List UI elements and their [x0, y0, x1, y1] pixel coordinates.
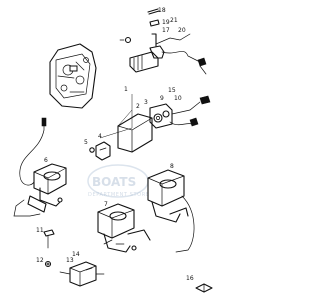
callout-7: 7	[104, 201, 108, 208]
relay-part: 13 14	[59, 251, 105, 287]
callout-15: 15	[168, 87, 176, 94]
callout-10: 10	[174, 95, 182, 102]
ignition-coil-center-part: 7	[97, 201, 151, 253]
lead-wire-part	[19, 117, 47, 186]
switch-box-part: 2	[117, 103, 153, 153]
callout-8: 8	[170, 163, 174, 170]
callout-12: 12	[36, 257, 44, 264]
callout-1: 1	[124, 86, 128, 93]
callout-9: 9	[160, 95, 164, 102]
callout-18: 18	[158, 7, 166, 14]
callout-4: 4	[98, 133, 102, 140]
clamp-part: 4 5	[84, 133, 111, 161]
callout-21: 21	[170, 17, 178, 24]
front-direction-arrow-icon: 16	[186, 275, 213, 293]
callout-3: 3	[144, 99, 148, 106]
group-leader-1: 1	[99, 86, 133, 139]
callout-20: 20	[178, 27, 186, 34]
engine-block-part	[49, 43, 97, 109]
exploded-parts-diagram: BOATS DEPARTMENT STORE 1 18 19 21 17	[13, 7, 213, 293]
callout-19: 19	[162, 19, 170, 26]
callout-6: 6	[44, 157, 48, 164]
bolt-part: 11 12	[36, 227, 55, 268]
ignition-coil-left-part: 6	[13, 157, 67, 217]
callout-14: 14	[72, 251, 80, 258]
watermark-subtitle: DEPARTMENT STORE	[88, 192, 150, 198]
watermark-brand: BOATS	[92, 175, 136, 189]
callout-11: 11	[36, 227, 44, 234]
ignition-coil-right-part: 8	[147, 163, 195, 253]
sensor-assembly-part: 18 19 21 17 20	[119, 7, 207, 75]
rectifier-part: 3 9 10 15	[144, 87, 211, 129]
watermark: BOATS DEPARTMENT STORE	[87, 164, 150, 198]
callout-17: 17	[162, 27, 170, 34]
callout-2: 2	[136, 103, 140, 110]
callout-16: 16	[186, 275, 194, 282]
callout-13: 13	[66, 257, 74, 264]
callout-5: 5	[84, 139, 88, 146]
